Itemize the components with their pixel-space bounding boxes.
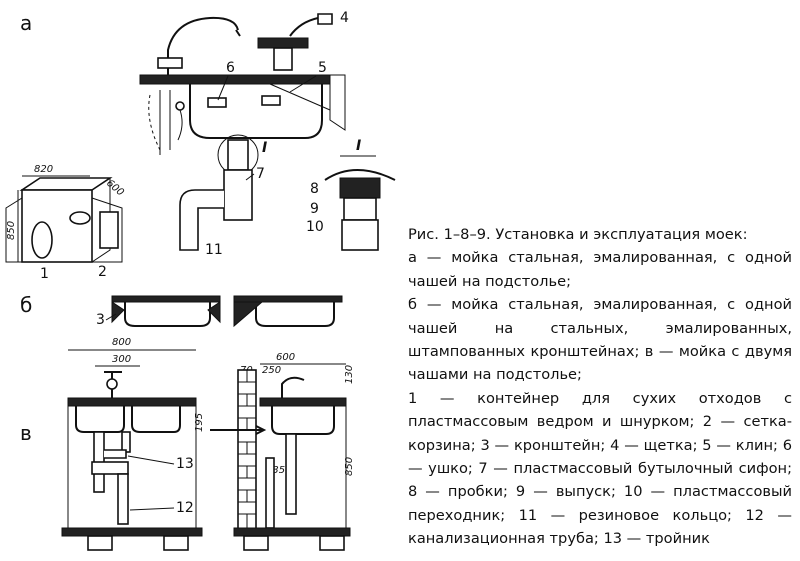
cabinet-a: 820 600 850 1 2: [5, 164, 126, 282]
callout-5: 5: [318, 60, 327, 76]
callout-12: 12: [176, 500, 194, 516]
sink-b-left: 3: [96, 295, 221, 328]
double-sink-front: 800 300 195 13 12: [61, 337, 205, 551]
detail-I-marker: I: [262, 140, 267, 156]
dim-235: 235: [266, 465, 285, 476]
bottle-siphon: 7 11 I: [179, 134, 267, 258]
callout-7: 7: [256, 166, 265, 182]
callout-13: 13: [176, 456, 194, 472]
detail-I: I 8 9 10: [306, 138, 396, 251]
callout-3: 3: [96, 312, 105, 328]
panel-v-label: в: [20, 421, 32, 445]
callout-8: 8: [310, 181, 319, 197]
dim-800: 800: [112, 337, 131, 348]
dim-130: 130: [344, 365, 355, 384]
double-sink-side: 600 70 250 130 850 235: [210, 352, 355, 551]
dim-250: 250: [262, 365, 281, 376]
callout-2: 2: [98, 264, 107, 280]
dim-850a: 850: [6, 221, 17, 240]
caption-title: Рис. 1–8–9. Установка и эксплуатация мое…: [408, 226, 748, 243]
dim-820: 820: [34, 164, 53, 175]
faucet: [148, 16, 241, 155]
brush-4: 4: [257, 10, 349, 71]
figure-caption: Рис. 1–8–9. Установка и эксплуатация мое…: [408, 223, 792, 551]
callout-4: 4: [340, 10, 349, 26]
callout-1: 1: [40, 266, 49, 282]
callout-10: 10: [306, 219, 324, 235]
dim-300: 300: [112, 354, 131, 365]
dim-600a: 600: [104, 178, 126, 199]
panel-b-label: б: [20, 293, 32, 317]
callout-9: 9: [310, 201, 319, 217]
sink-a-main: [139, 74, 346, 139]
panel-a-label: а: [20, 11, 32, 35]
dim-600v: 600: [276, 352, 295, 363]
callout-6: 6: [226, 60, 235, 76]
detail-I-title: I: [356, 138, 361, 154]
sink-b-right: [233, 295, 343, 328]
caption-item-b: б — мойка стальная, эмалированная, с одн…: [408, 296, 792, 384]
caption-legend: 1 — контейнер для сухих отходов с пластм…: [408, 389, 792, 548]
dim-850v: 850: [344, 457, 355, 476]
callout-11: 11: [205, 242, 223, 258]
caption-item-a: а — мойка стальная, эмалированная, с одн…: [408, 249, 792, 290]
dim-195: 195: [194, 413, 205, 432]
